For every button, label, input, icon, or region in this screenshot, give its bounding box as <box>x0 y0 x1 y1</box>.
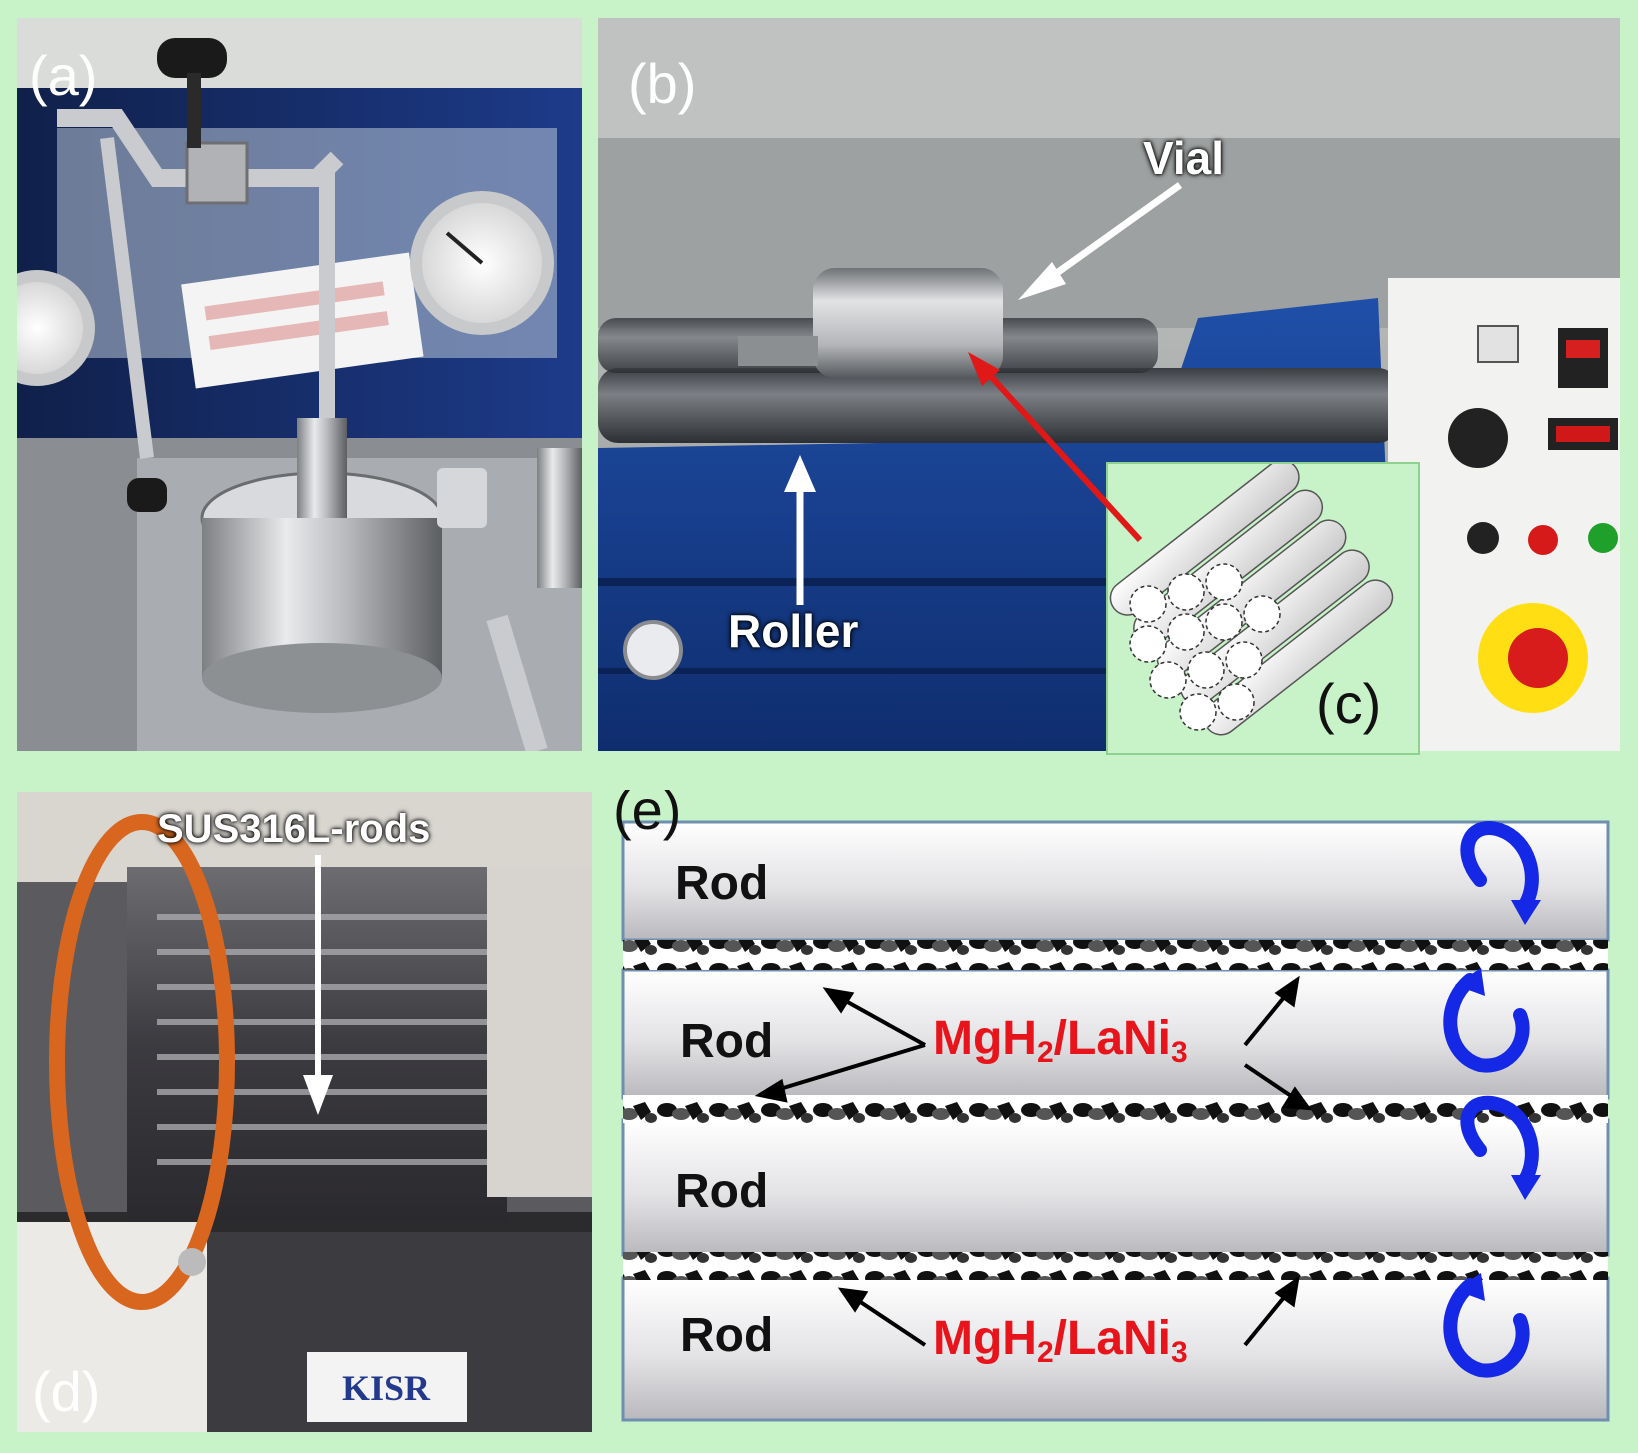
panel-b-label: (b) <box>628 52 697 115</box>
roller-label: Roller <box>728 605 859 657</box>
rotation-arrow-1 <box>1460 821 1539 912</box>
vial-label: Vial <box>1143 132 1224 184</box>
panel-e-schematic: (e) Rod Rod Rod Rod MgH2/LaNi3 MgH2/LaNi… <box>605 790 1630 1438</box>
rod-label-2: Rod <box>680 1015 774 1068</box>
rotation-arrow-4 <box>1443 1278 1530 1378</box>
rotation-arrow-3 <box>1460 1095 1539 1187</box>
rod-1 <box>621 820 1610 942</box>
rod-bundle-diagram <box>1109 464 1394 736</box>
rotation-arrow-2 <box>1443 973 1530 1073</box>
rod-4 <box>621 1276 1610 1422</box>
material-label-top: MgH2/LaNi3 <box>933 1012 1188 1069</box>
panel-a-photo: (a) <box>17 18 582 751</box>
material-label-bottom: MgH2/LaNi3 <box>933 1312 1188 1369</box>
particle-layer-3 <box>623 1252 1608 1280</box>
particle-layer-2 <box>623 1095 1608 1123</box>
particle-layer-1 <box>623 940 1608 970</box>
rod-milling-schematic <box>621 820 1610 1422</box>
panel-a-label: (a) <box>29 44 98 107</box>
panel-c-inset: (c) <box>1106 462 1420 755</box>
rod-2 <box>621 968 1610 1100</box>
rods-in-vial-image <box>17 792 592 1432</box>
rods-label: SUS316L-rods <box>157 807 431 851</box>
kisr-logo: KISR <box>342 1368 431 1408</box>
rod-label-3: Rod <box>675 1165 769 1218</box>
rod-label-4: Rod <box>680 1309 774 1362</box>
panel-e-label: (e) <box>613 790 682 841</box>
panel-d-photo: SUS316L-rods KISR (d) <box>17 792 592 1432</box>
panel-c-label: (c) <box>1316 672 1382 735</box>
panel-d-label: (d) <box>32 1360 101 1423</box>
pressure-vessel-image <box>17 18 582 751</box>
rod-label-1: Rod <box>675 857 769 910</box>
rod-3 <box>621 1118 1610 1257</box>
